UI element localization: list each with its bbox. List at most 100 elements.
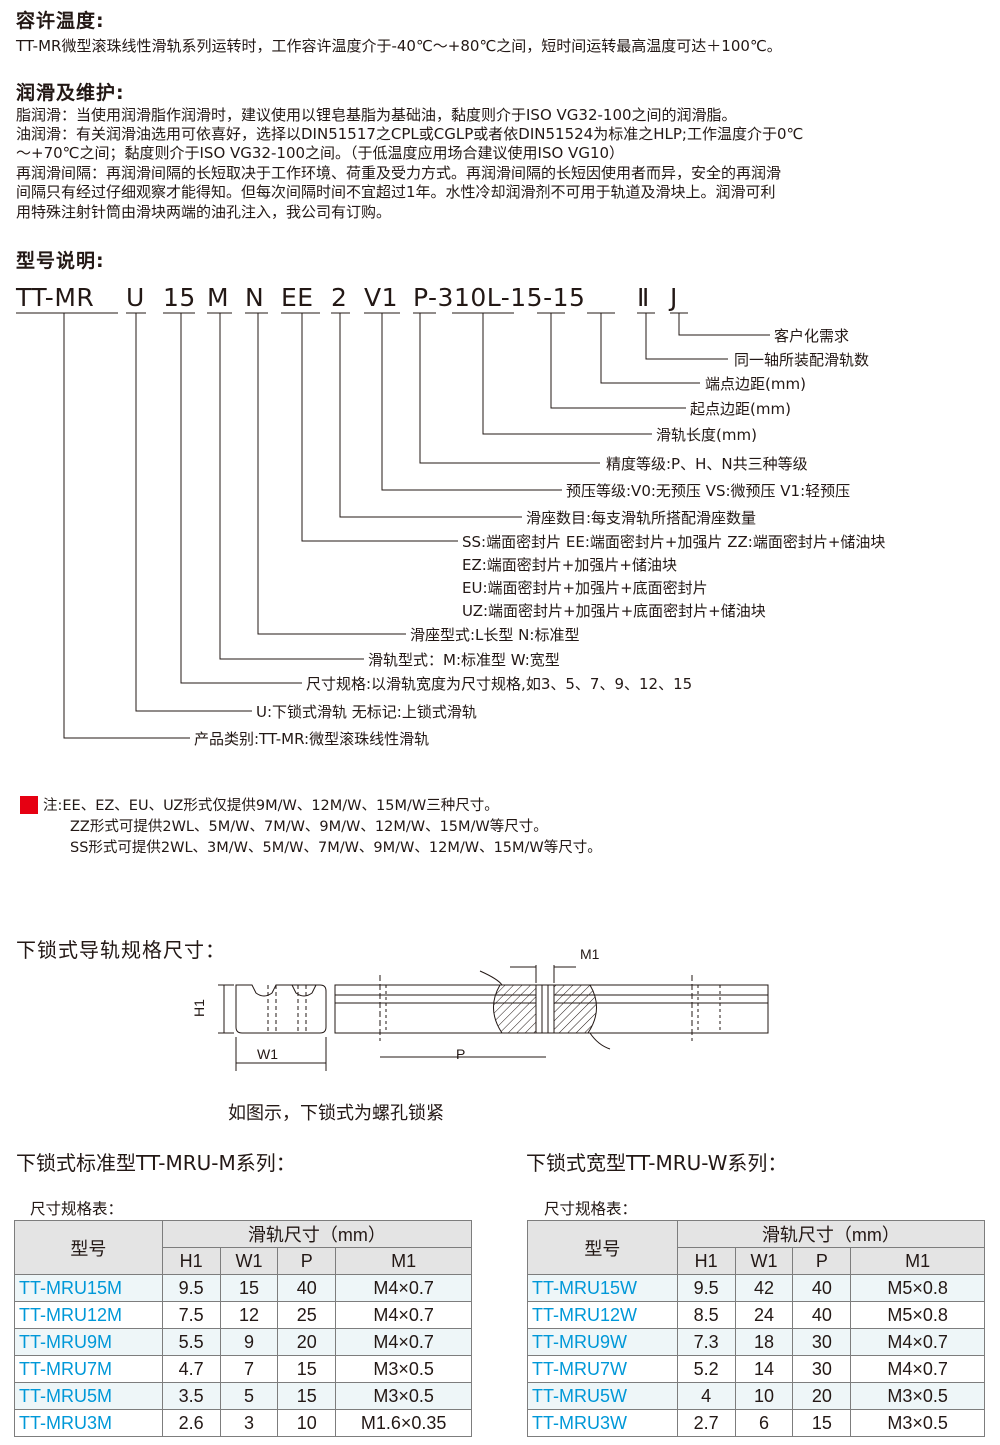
m1-cell: M5×0.8 [850, 1301, 985, 1329]
p-cell: 40 [792, 1301, 852, 1329]
m1-cell: M4×0.7 [335, 1274, 472, 1302]
drawing-caption: 如图示，下锁式为螺孔锁紧 [228, 1103, 444, 1124]
p-cell: 40 [277, 1274, 337, 1302]
w1-cell: 7 [219, 1355, 279, 1383]
lube-line: 油润滑：有关润滑油选用可依喜好，选择以DIN51517之CPL或CGLP或者依D… [16, 125, 804, 143]
header-m1: M1 [335, 1247, 472, 1275]
dim-h1: H1 [190, 999, 207, 1017]
m1-cell: M1.6×0.35 [335, 1409, 472, 1437]
model-seg-rail: M [207, 283, 230, 312]
w1-cell: 5 [219, 1382, 279, 1410]
header-p: P [792, 1247, 852, 1275]
h1-cell: 2.7 [676, 1409, 736, 1437]
model-seg-lock: U [126, 283, 145, 312]
p-cell: 15 [792, 1409, 852, 1437]
right-table-title: 下锁式宽型TT-MRU-W系列： [526, 1151, 788, 1175]
header-model: 型号 [14, 1220, 163, 1275]
w1-cell: 18 [734, 1328, 794, 1356]
model-cell: TT-MRU15M [14, 1274, 163, 1302]
p-cell: 25 [277, 1301, 337, 1329]
lubrication-heading: 润滑及维护: [16, 82, 125, 104]
lube-line: 用特殊注射针筒由滑块两端的油孔注入，我公司有订购。 [16, 203, 392, 221]
model-label-precision: 精度等级:P、H、N共三种等级 [606, 455, 808, 473]
model-label-rail-type: 滑轨型式：M:标准型 W:宽型 [368, 651, 560, 669]
model-cell: TT-MRU9W [527, 1328, 678, 1356]
header-p: P [277, 1247, 337, 1275]
model-seg-block: N [245, 283, 265, 312]
h1-cell: 2.6 [161, 1409, 221, 1437]
model-label-block-type: 滑座型式:L长型 N:标准型 [410, 626, 580, 644]
model-label-seal-uz: UZ:端面密封片+加强片+底面密封片+储油块 [462, 602, 766, 620]
header-w1: W1 [219, 1247, 279, 1275]
model-label-block-count: 滑座数目:每支滑轨所搭配滑座数量 [526, 509, 757, 527]
p-cell: 30 [792, 1328, 852, 1356]
p-cell: 30 [792, 1355, 852, 1383]
model-cell: TT-MRU7M [14, 1355, 163, 1383]
m1-cell: M4×0.7 [850, 1328, 985, 1356]
w1-cell: 14 [734, 1355, 794, 1383]
model-leader-lines [16, 312, 770, 739]
m1-cell: M3×0.5 [850, 1382, 985, 1410]
model-seg-rails: Ⅱ [637, 283, 650, 312]
model-cell: TT-MRU3W [527, 1409, 678, 1437]
right-table-subtitle: 尺寸规格表： [544, 1200, 638, 1218]
h1-cell: 9.5 [676, 1274, 736, 1302]
model-label-length: 滑轨长度(mm) [656, 426, 757, 444]
model-seg-seal: EE [281, 283, 314, 312]
w1-cell: 15 [219, 1274, 279, 1302]
model-cell: TT-MRU12W [527, 1301, 678, 1329]
m1-cell: M3×0.5 [335, 1382, 472, 1410]
model-label-end-margin: 端点边距(mm) [705, 375, 806, 393]
model-cell: TT-MRU7W [527, 1355, 678, 1383]
h1-cell: 4 [676, 1382, 736, 1410]
model-label-size: 尺寸规格:以滑轨宽度为尺寸规格,如3、5、7、9、12、15 [306, 675, 693, 693]
h1-cell: 7.5 [161, 1301, 221, 1329]
m1-cell: M5×0.8 [850, 1274, 985, 1302]
w1-cell: 6 [734, 1409, 794, 1437]
temperature-text: TT-MR微型滚珠线性滑轨系列运转时，工作容许温度介于-40℃～+80℃之间，短… [16, 37, 782, 55]
model-cell: TT-MRU5M [14, 1382, 163, 1410]
lube-line: ～+70℃之间；黏度则介于ISO VG32-100之间。（于低温度应用场合建议使… [16, 144, 625, 162]
model-label-seal-eu: EU:端面密封片+加强片+底面密封片 [462, 579, 708, 597]
model-cell: TT-MRU5W [527, 1382, 678, 1410]
model-label-seal-ss: SS:端面密封片 EE:端面密封片+加强片 ZZ:端面密封片+储油块 [462, 533, 886, 551]
header-h1: H1 [161, 1247, 221, 1275]
m1-cell: M3×0.5 [850, 1409, 985, 1437]
model-cell: TT-MRU15W [527, 1274, 678, 1302]
note-line: ZZ形式可提供2WL、5M/W、7M/W、9M/W、12M/W、15M/W等尺寸… [70, 819, 548, 835]
h1-cell: 8.5 [676, 1301, 736, 1329]
model-cell: TT-MRU3M [14, 1409, 163, 1437]
m1-cell: M3×0.5 [335, 1355, 472, 1383]
p-cell: 10 [277, 1409, 337, 1437]
header-model: 型号 [527, 1220, 678, 1275]
p-cell: 20 [277, 1328, 337, 1356]
w1-cell: 3 [219, 1409, 279, 1437]
h1-cell: 5.5 [161, 1328, 221, 1356]
header-h1: H1 [676, 1247, 736, 1275]
h1-cell: 7.3 [676, 1328, 736, 1356]
model-seg-series: TT-MR [16, 283, 95, 312]
lube-line: 间隔只有经过仔细观察才能得知。但每次间隔时间不宜超过1年。水性冷却润滑剂不可用于… [16, 183, 776, 201]
model-label-lock: U:下锁式滑轨 无标记:上锁式滑轨 [256, 703, 477, 721]
m1-cell: M4×0.7 [335, 1328, 472, 1356]
h1-cell: 5.2 [676, 1355, 736, 1383]
header-m1: M1 [850, 1247, 985, 1275]
rail-drawing [218, 965, 769, 1071]
w1-cell: 12 [219, 1301, 279, 1329]
model-seg-length: P-310L-15-15 [413, 283, 586, 312]
p-cell: 15 [277, 1382, 337, 1410]
note-marker [20, 796, 38, 814]
lube-line: 脂润滑：当使用润滑脂作润滑时，建议使用以锂皂基脂为基础油，黏度则介于ISO VG… [16, 106, 737, 124]
header-w1: W1 [734, 1247, 794, 1275]
